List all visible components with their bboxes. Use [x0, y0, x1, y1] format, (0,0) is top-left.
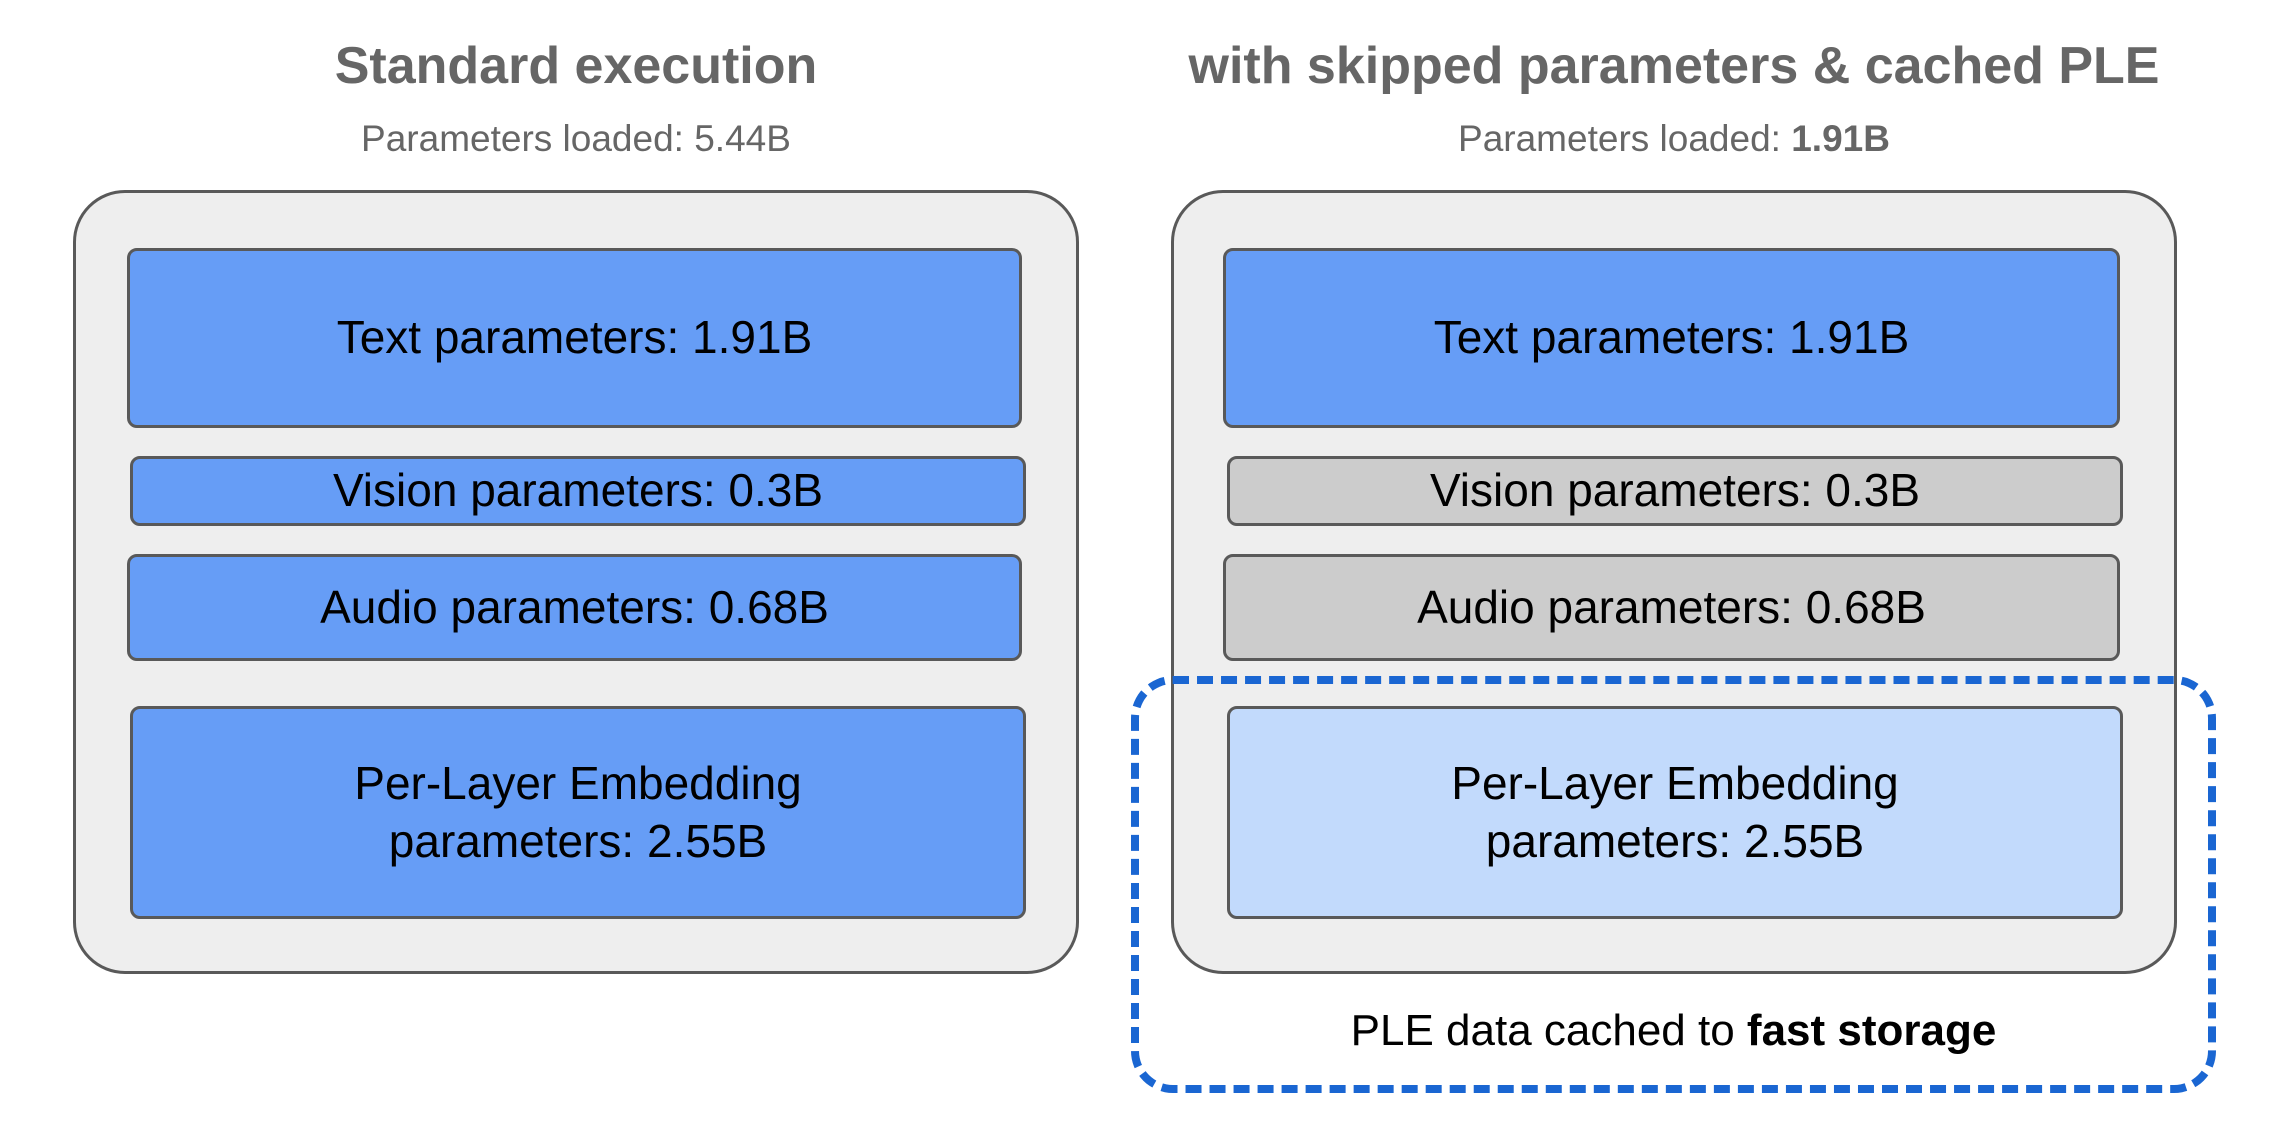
left-audio-params-box: Audio parameters: 0.68B [127, 554, 1022, 661]
left-vision-params-box: Vision parameters: 0.3B [130, 456, 1026, 526]
right-vision-params-box: Vision parameters: 0.3B [1227, 456, 2123, 526]
right-ple-line2: parameters: 2.55B [1485, 814, 1865, 867]
right-subtitle: Parameters loaded: 1.91B [1171, 118, 2177, 160]
cache-note-prefix: PLE data cached to [1350, 1006, 1747, 1055]
right-subtitle-value: 1.91B [1791, 118, 1890, 159]
left-subtitle: Parameters loaded: 5.44B [73, 118, 1079, 160]
cache-note-bold: fast storage [1746, 1006, 1997, 1055]
left-subtitle-value: 5.44B [694, 118, 791, 159]
left-ple-line2: parameters: 2.55B [388, 814, 768, 867]
left-text-params-box: Text parameters: 1.91B [127, 248, 1022, 428]
right-subtitle-label: Parameters loaded: [1458, 118, 1792, 159]
right-text-params-box: Text parameters: 1.91B [1223, 248, 2120, 428]
fast-storage-cache-region [1131, 676, 2216, 1093]
right-audio-params-box: Audio parameters: 0.68B [1223, 554, 2120, 661]
left-subtitle-label: Parameters loaded: [361, 118, 695, 159]
cache-note: PLE data cached to fast storage [1131, 1006, 2216, 1056]
right-title: with skipped parameters & cached PLE [1188, 37, 2160, 95]
right-ple-line1: Per-Layer Embedding [1451, 757, 1899, 809]
left-ple-line1: Per-Layer Embedding [354, 757, 802, 809]
left-title: Standard execution [334, 37, 818, 95]
